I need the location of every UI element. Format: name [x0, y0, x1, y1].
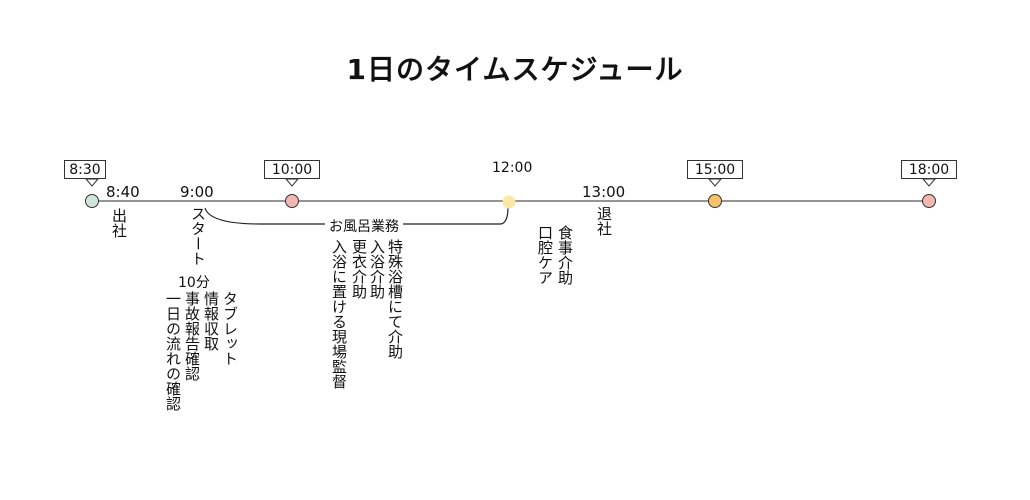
tag-pointer-1800 [921, 178, 937, 187]
meal-assist-label: 食事介助 [556, 225, 574, 285]
ten-min-label: 10分 [178, 275, 210, 291]
page-title: 1日のタイムスケジュール [346, 53, 684, 86]
time-tag-1500: 15:00 [687, 160, 743, 179]
marker-dot-1000 [285, 194, 299, 208]
time-1300: 13:00 [582, 183, 626, 201]
tag-pointer-830 [84, 178, 100, 187]
info-label: 情報収取 [202, 291, 220, 351]
time-tag-1000: 10:00 [264, 160, 320, 179]
flow-label: 一日の流れの確認 [164, 291, 182, 411]
bath-assist-label: 入浴介助 [368, 239, 386, 299]
time-840: 8:40 [106, 183, 140, 201]
arrive-label: 出社 [110, 208, 128, 238]
tablet-label: タブレット [221, 291, 239, 366]
oral-care-label: 口腔ケア [536, 225, 554, 285]
marker-dot-1500 [708, 194, 722, 208]
tag-pointer-1000 [284, 178, 300, 187]
bath-special-label: 特殊浴槽にて介助 [386, 239, 404, 359]
bath-group-label: お風呂業務 [325, 216, 403, 236]
start-label: スタート [189, 206, 207, 266]
marker-dot-830 [85, 194, 99, 208]
incident-label: 事故報告確認 [183, 291, 201, 381]
tag-pointer-1500 [707, 178, 723, 187]
leave-label: 退社 [595, 206, 613, 236]
bath-supervise-label: 入浴に置ける現場監督 [330, 239, 348, 389]
marker-dot-1200 [502, 195, 516, 209]
dress-assist-label: 更衣介助 [350, 239, 368, 299]
time-tag-830: 8:30 [64, 160, 106, 179]
time-900: 9:00 [180, 183, 214, 201]
time-tag-1800: 18:00 [901, 160, 957, 179]
marker-dot-1800 [922, 194, 936, 208]
time-label-1200: 12:00 [492, 160, 533, 176]
